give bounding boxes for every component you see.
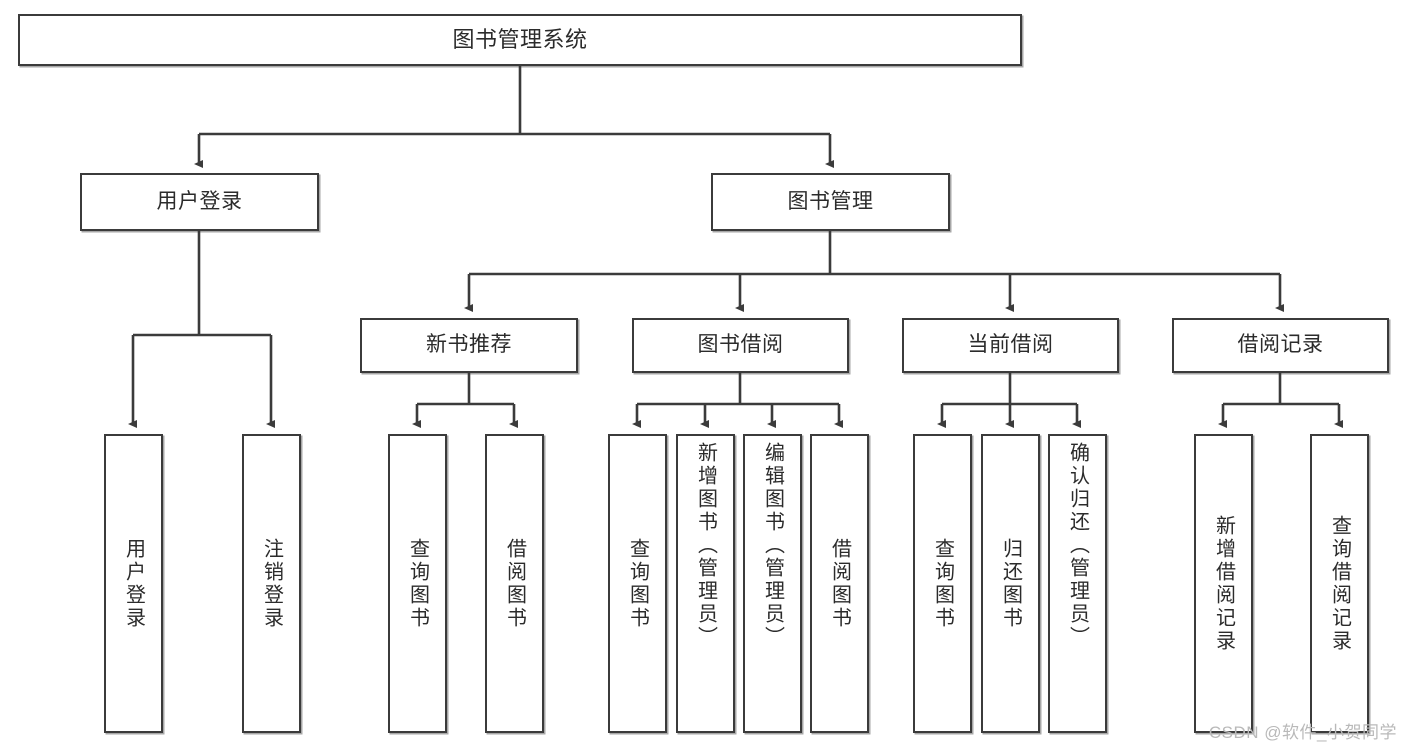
node-user-login-label: 用户登录 — [156, 189, 243, 213]
node-leaf-logout-login[interactable]: 注销登录 — [242, 434, 301, 733]
node-root[interactable]: 图书管理系统 — [18, 14, 1022, 66]
node-leaf-query-record[interactable]: 查询借阅记录 — [1310, 434, 1369, 733]
node-leaf-edit-book[interactable]: 编辑图书（管理员） — [743, 434, 802, 733]
node-current-borrow[interactable]: 当前借阅 — [902, 318, 1119, 373]
node-root-label: 图书管理系统 — [452, 27, 588, 53]
node-leaf-add-record-label: 新增借阅记录 — [1212, 514, 1235, 653]
node-leaf-query-book-2[interactable]: 查询图书 — [608, 434, 667, 733]
node-leaf-query-book-3[interactable]: 查询图书 — [913, 434, 972, 733]
node-leaf-borrow-book-2[interactable]: 借阅图书 — [810, 434, 869, 733]
node-new-book-recommend[interactable]: 新书推荐 — [360, 318, 578, 373]
node-book-manage[interactable]: 图书管理 — [711, 173, 950, 231]
node-leaf-borrow-book-1[interactable]: 借阅图书 — [485, 434, 544, 733]
node-leaf-confirm-return[interactable]: 确认归还（管理员） — [1048, 434, 1107, 733]
node-leaf-query-book-1[interactable]: 查询图书 — [388, 434, 447, 733]
node-leaf-add-record[interactable]: 新增借阅记录 — [1194, 434, 1253, 733]
node-borrow-record-label: 借阅记录 — [1237, 333, 1324, 357]
node-leaf-add-book[interactable]: 新增图书（管理员） — [676, 434, 735, 733]
node-leaf-query-book-1-label: 查询图书 — [406, 537, 429, 630]
node-new-book-recommend-label: 新书推荐 — [426, 333, 512, 357]
node-leaf-confirm-return-label: 确认归还（管理员） — [1066, 442, 1089, 649]
node-leaf-edit-book-label: 编辑图书（管理员） — [761, 442, 784, 649]
node-leaf-user-login[interactable]: 用户登录 — [104, 434, 163, 733]
node-leaf-return-book[interactable]: 归还图书 — [981, 434, 1040, 733]
node-book-manage-label: 图书管理 — [787, 189, 874, 213]
node-book-borrow-label: 图书借阅 — [697, 333, 784, 357]
node-leaf-query-book-2-label: 查询图书 — [626, 537, 649, 630]
node-leaf-borrow-book-2-label: 借阅图书 — [828, 537, 851, 630]
node-borrow-record[interactable]: 借阅记录 — [1172, 318, 1389, 373]
node-leaf-logout-login-label: 注销登录 — [260, 537, 283, 630]
node-current-borrow-label: 当前借阅 — [967, 333, 1054, 357]
node-leaf-add-book-label: 新增图书（管理员） — [694, 442, 717, 649]
node-book-borrow[interactable]: 图书借阅 — [632, 318, 849, 373]
node-leaf-query-book-3-label: 查询图书 — [931, 537, 954, 630]
node-leaf-query-record-label: 查询借阅记录 — [1328, 514, 1351, 653]
node-leaf-borrow-book-1-label: 借阅图书 — [503, 537, 526, 630]
node-user-login[interactable]: 用户登录 — [80, 173, 319, 231]
node-leaf-return-book-label: 归还图书 — [999, 537, 1022, 630]
node-leaf-user-login-label: 用户登录 — [122, 537, 145, 630]
watermark: CSDN @软件_小贺同学 — [1208, 723, 1397, 742]
